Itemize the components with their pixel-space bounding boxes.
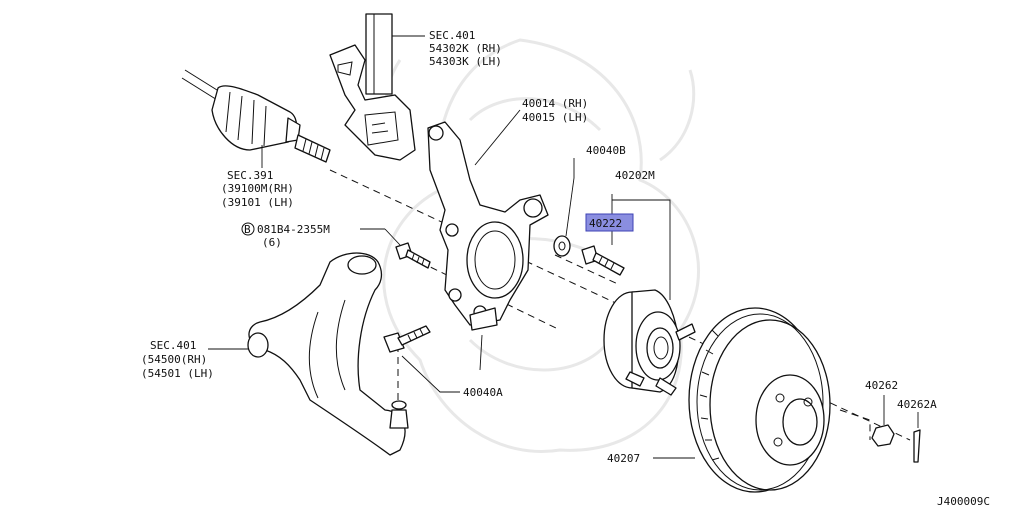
knuckle-lh-label[interactable]: 40015 (LH) <box>522 111 588 124</box>
hub-assembly <box>603 194 696 396</box>
knuckle-bolt <box>360 228 431 269</box>
bolt-b-label[interactable]: 081B4-2355M <box>257 223 330 236</box>
selected-part-highlight <box>585 213 634 232</box>
bolt-spec-marker-icon: B <box>241 222 255 236</box>
nut-label[interactable]: 40262 <box>865 379 898 392</box>
control-arm-sec-label[interactable]: SEC.401 <box>150 339 196 352</box>
driveshaft-lh-label[interactable]: (39101 (LH) <box>221 196 294 209</box>
washer-label[interactable]: 40040B <box>586 144 626 157</box>
driveshaft-sec-label[interactable]: SEC.391 <box>227 169 273 182</box>
strut-sec-label[interactable]: SEC.401 <box>429 29 475 42</box>
diagram-code: J400009C <box>937 495 990 508</box>
hub-assembly-label[interactable]: 40202M <box>615 169 655 182</box>
brake-rotor <box>653 307 831 493</box>
hub-bolt <box>581 245 625 276</box>
nut <box>871 395 895 447</box>
control-arm-rh-label[interactable]: (54500(RH) <box>141 353 207 366</box>
bolt-b-qty: (6) <box>262 236 282 249</box>
strut-rh-label[interactable]: 54302K (RH) <box>429 42 502 55</box>
cotter-pin <box>913 412 921 463</box>
cotter-pin-label[interactable]: 40262A <box>897 398 937 411</box>
lower-control-arm <box>208 252 409 456</box>
rotor-label[interactable]: 40207 <box>607 452 640 465</box>
driveshaft-rh-label[interactable]: (39100M(RH) <box>221 182 294 195</box>
lower-bolt-label[interactable]: 40040A <box>463 386 503 399</box>
drive-shaft <box>181 69 331 168</box>
callout-labels: SEC.401 54302K (RH) 54303K (LH) 40014 (R… <box>141 29 990 508</box>
washer <box>553 158 575 257</box>
strut <box>329 13 425 161</box>
knuckle-rh-label[interactable]: 40014 (RH) <box>522 97 588 110</box>
steering-knuckle <box>427 109 549 331</box>
control-arm-lh-label[interactable]: (54501 (LH) <box>141 367 214 380</box>
svg-text:B: B <box>244 223 251 236</box>
hub-bolt-label[interactable]: 40222 <box>589 217 622 230</box>
strut-lh-label[interactable]: 54303K (LH) <box>429 55 502 68</box>
lower-bolt <box>383 325 483 393</box>
